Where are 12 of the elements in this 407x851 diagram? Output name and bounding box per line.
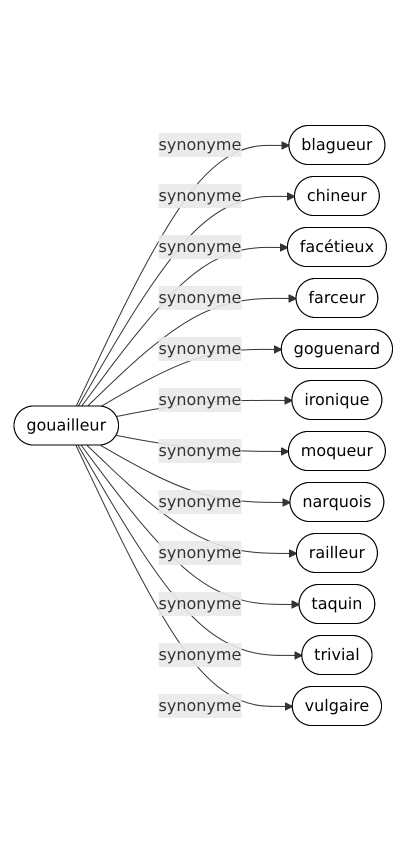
edge-label: synonyme bbox=[158, 441, 242, 460]
edge-label: synonyme bbox=[158, 135, 242, 154]
edge-label: synonyme bbox=[158, 186, 242, 206]
edge-label: synonyme bbox=[158, 644, 242, 664]
edge-label: synonyme bbox=[158, 543, 242, 562]
edge-label: synonyme bbox=[158, 390, 242, 409]
edge-label: synonyme bbox=[158, 696, 242, 715]
edge-label: synonyme bbox=[158, 594, 242, 613]
edge-label: synonyme bbox=[158, 288, 242, 307]
edge-label: synonyme bbox=[158, 492, 242, 511]
edge-label: synonyme bbox=[158, 339, 242, 358]
edge-label: synonyme bbox=[158, 237, 242, 256]
